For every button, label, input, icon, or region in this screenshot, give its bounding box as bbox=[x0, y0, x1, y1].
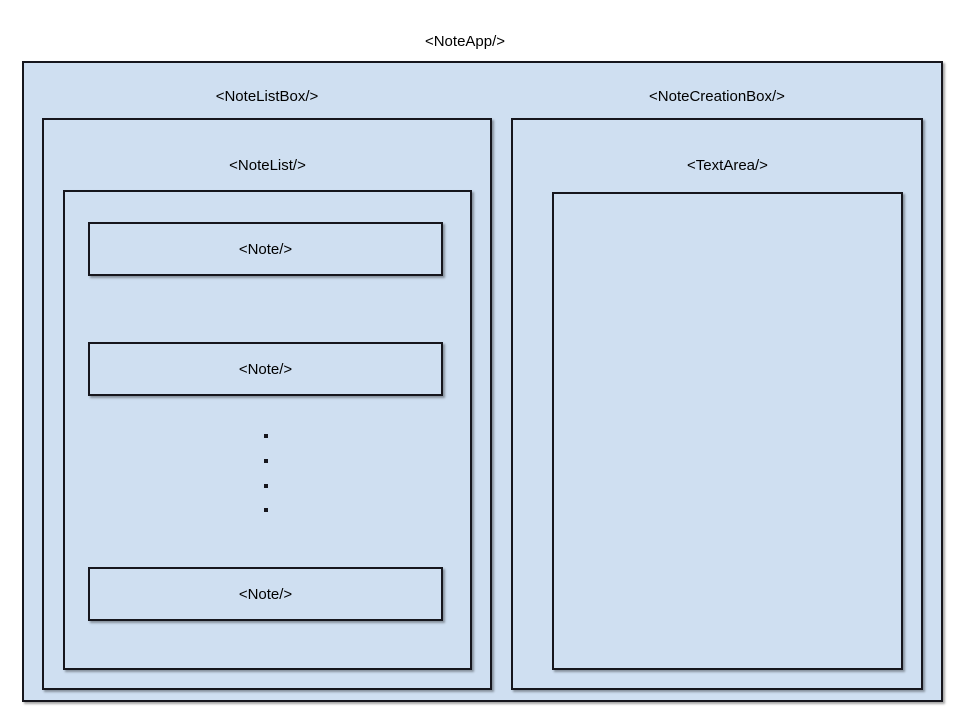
notelistbox-label: <NoteListBox/> bbox=[215, 88, 319, 105]
note-item: <Note/> bbox=[88, 342, 443, 396]
note-item-label: <Note/> bbox=[238, 240, 293, 258]
note-item: <Note/> bbox=[88, 222, 443, 276]
textarea-frame bbox=[552, 192, 903, 670]
notecreationbox-label: <NoteCreationBox/> bbox=[649, 88, 785, 105]
ellipsis-dot bbox=[264, 508, 268, 512]
note-item-label: <Note/> bbox=[238, 360, 293, 378]
notelist-label: <NoteList/> bbox=[229, 157, 306, 174]
vertical-ellipsis-icon bbox=[262, 434, 272, 522]
ellipsis-dot bbox=[264, 484, 268, 488]
ellipsis-dot bbox=[264, 434, 268, 438]
note-item: <Note/> bbox=[88, 567, 443, 621]
diagram-title-noteapp: <NoteApp/> bbox=[424, 33, 506, 50]
textarea-label: <TextArea/> bbox=[687, 157, 768, 174]
ellipsis-dot bbox=[264, 459, 268, 463]
note-item-label: <Note/> bbox=[238, 585, 293, 603]
